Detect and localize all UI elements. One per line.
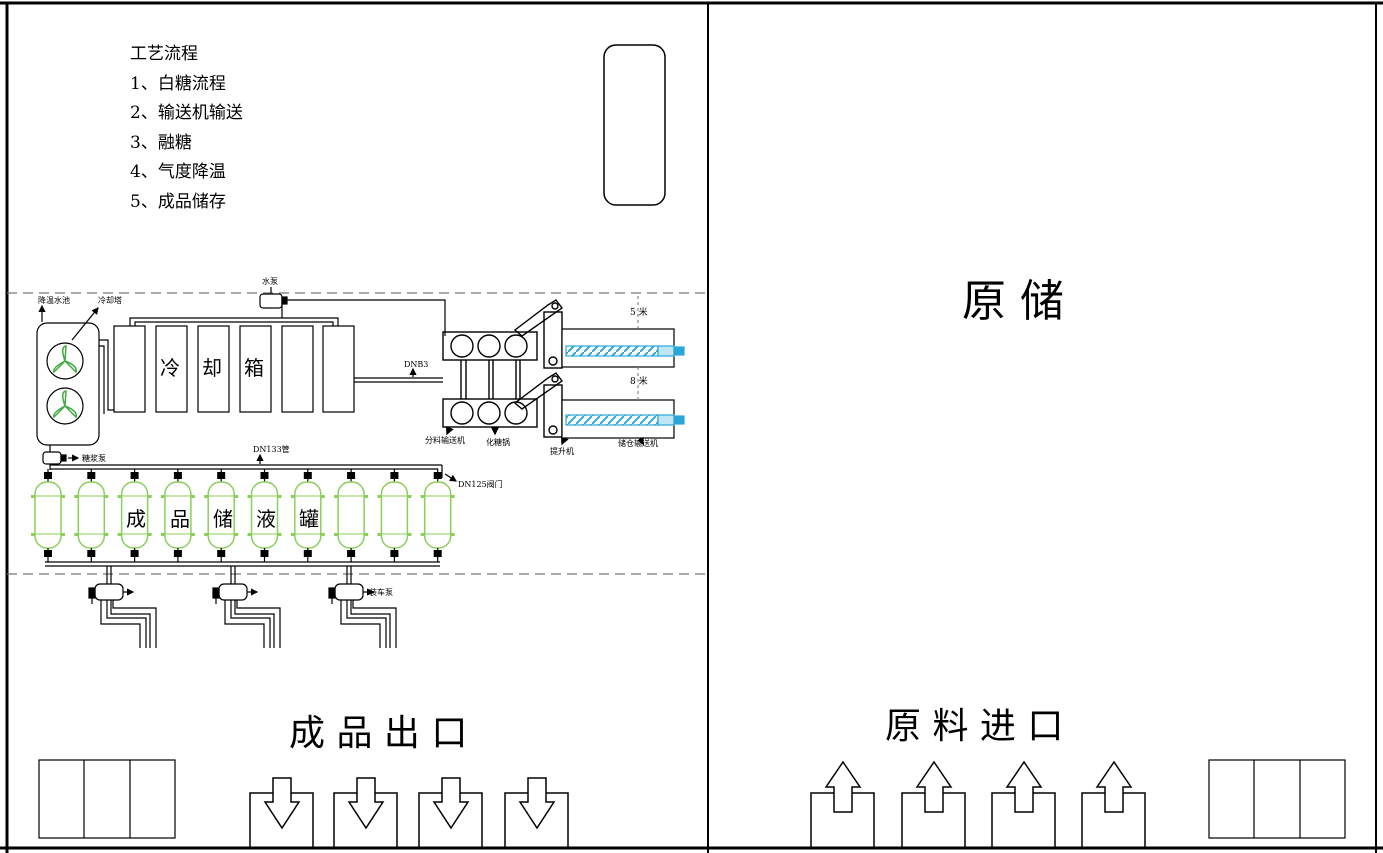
label-cooling-tower: 冷却塔 (98, 295, 122, 305)
process-step-3: 3、融糖 (130, 132, 192, 153)
entry-door-arrow (901, 760, 966, 849)
label-water-pump: 水泵 (262, 276, 278, 286)
label-dn133: DN133管 (253, 444, 290, 454)
product-tanks (31, 469, 455, 562)
raw-entry-title: 原 料 进 口 (885, 706, 1063, 747)
exit-door-arrow (249, 777, 314, 849)
label-cool-2: 却 (202, 356, 222, 380)
label-cool-1: 冷 (160, 356, 180, 380)
label-cooling-pool: 降温水池 (38, 295, 70, 305)
tank (74, 469, 109, 562)
tank (420, 469, 455, 562)
label-elevator: 提升机 (550, 446, 574, 456)
label-tank-5: 罐 (299, 507, 319, 531)
tank (160, 469, 195, 562)
label-tank-3: 储 (213, 507, 233, 531)
tank (334, 469, 369, 562)
label-tank-4: 液 (256, 507, 276, 531)
exit-door-arrow (333, 777, 398, 849)
entry-door-arrow (1081, 760, 1146, 849)
syrup-pump (42, 445, 80, 470)
tank (377, 469, 412, 562)
cooling-pool (36, 304, 100, 446)
process-title: 工艺流程 (130, 44, 198, 64)
cooling-boxes (113, 325, 355, 413)
label-dnb3: DNB3 (404, 360, 428, 369)
water-pump (259, 287, 288, 309)
left-storage-box (38, 759, 176, 839)
cooling-pipes (99, 299, 446, 414)
tank (31, 469, 65, 562)
process-step-5: 5、成品储存 (130, 191, 226, 212)
right-storage-box (1208, 759, 1346, 839)
tank (247, 469, 282, 562)
label-storage-conveyor: 储仓输送机 (618, 438, 658, 448)
exit-door-arrow (418, 777, 483, 849)
tank (117, 469, 152, 562)
entry-doors (810, 760, 1146, 849)
storage-conveyors (561, 296, 685, 446)
exit-doors (249, 777, 569, 849)
process-step-2: 2、输送机输送 (130, 103, 243, 123)
tank (290, 469, 325, 562)
process-step-1: 1、白糖流程 (130, 73, 226, 94)
tank (204, 469, 239, 562)
entry-door-arrow (810, 760, 875, 849)
label-syrup-pump: 糖浆泵 (82, 453, 106, 463)
loading-pump (212, 566, 281, 648)
process-list: 工艺流程 1、白糖流程 2、输送机输送 3、融糖 4、气度降温 5、成品储存 (130, 40, 243, 217)
label-melt-pot: 化糖锅 (486, 437, 510, 447)
loading-pump (88, 566, 157, 648)
label-tank-2: 品 (170, 507, 190, 531)
label-tank-1: 成 (126, 507, 146, 531)
process-step-4: 4、气度降温 (130, 162, 226, 182)
loading-pumps (88, 566, 397, 648)
label-dn125: DN125阀门 (458, 479, 503, 489)
melting-pots (442, 331, 538, 436)
label-dist-5: 5 米 (630, 306, 648, 318)
label-cool-3: 箱 (244, 356, 264, 380)
raw-storage-title: 原 储 (962, 276, 1064, 327)
label-dist-8: 8 米 (630, 375, 648, 387)
entry-door-arrow (991, 760, 1056, 849)
label-distributor: 分料输送机 (425, 435, 465, 445)
legend-box (603, 44, 666, 206)
label-loading-pump: 装车泵 (369, 587, 393, 597)
product-exit-title: 成 品 出 口 (289, 713, 467, 754)
loading-pump (328, 566, 397, 648)
exit-door-arrow (504, 777, 569, 849)
